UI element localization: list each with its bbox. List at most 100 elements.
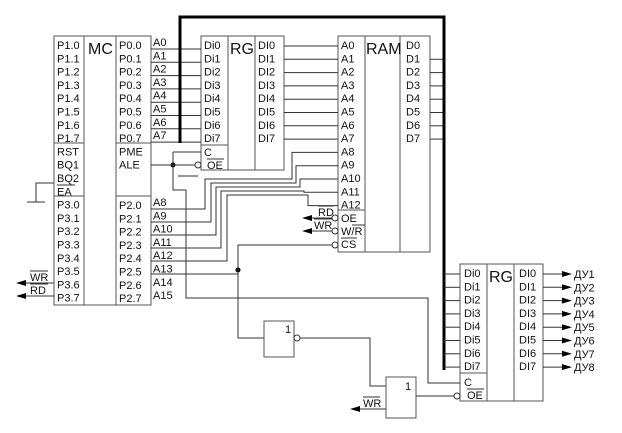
arrow-right-icon (562, 297, 572, 304)
ram-data-pin: D6 (406, 120, 420, 132)
rg2-output-signal: ДУ6 (574, 336, 595, 348)
ram-data-pin: D7 (406, 133, 420, 145)
rg2-output-pin: DI6 (519, 348, 536, 360)
mc-left-pin: P1.6 (57, 120, 80, 132)
rg2-output-pin: DI3 (519, 308, 536, 320)
rg1-output-pin: DI1 (258, 53, 275, 65)
mc-left-pin: P3.7 (57, 293, 80, 305)
mc-right-pin: ALE (119, 160, 140, 172)
ea-wire (35, 182, 54, 202)
rg2-input-pin: Di4 (464, 321, 481, 333)
ram-addr-pin: A4 (341, 93, 354, 105)
inversion-bubble (293, 334, 301, 342)
rg2-output-signal: ДУ3 (574, 296, 595, 308)
ram-title: RAM (366, 41, 402, 58)
mc-left-pin: P1.5 (57, 107, 80, 119)
rg2-output-signal: ДУ7 (574, 349, 595, 361)
arrow-right-icon (562, 324, 572, 331)
mc-left-pin: P1.4 (57, 93, 80, 105)
mc-left-pin: P3.0 (57, 200, 80, 212)
or-wr-label: WR (363, 398, 381, 410)
not-to-or-wire (300, 337, 386, 387)
rg1-input-pin: Di2 (204, 67, 221, 79)
mc-title: MC (88, 41, 113, 58)
rg2-output-pin: DI7 (519, 361, 536, 373)
rg1-output-pin: DI0 (258, 40, 275, 52)
rg2-input-pin: Di1 (464, 281, 481, 293)
rg2-output-signal: ДУ5 (574, 322, 595, 334)
inversion-bubble (194, 161, 202, 169)
mc-left-pin: P3.6 (57, 279, 80, 291)
not-gate-label: 1 (285, 324, 291, 336)
ram-cs-pin: CS (341, 239, 356, 251)
ale-to-rg2-wire (172, 165, 460, 384)
ram-data-pin: D1 (406, 53, 420, 65)
mc-left-pin: EA (57, 186, 72, 198)
rg1-input-pin: Di6 (204, 120, 221, 132)
ram-addr-pin: A2 (341, 67, 354, 79)
wiring (16, 15, 572, 419)
rg2-output-signal: ДУ4 (574, 309, 595, 321)
addr-high-wire (151, 165, 338, 223)
mc-left-pin: P1.3 (57, 80, 80, 92)
addr-low-label: A6 (153, 117, 166, 129)
inversion-bubble (331, 227, 339, 235)
mc-right-pin: P2.0 (119, 200, 142, 212)
addr-high-label: A8 (153, 197, 166, 209)
mc-left-pin: P3.3 (57, 240, 80, 252)
mc-right-pin: P0.2 (119, 67, 142, 79)
rg2-input-pin: Di7 (464, 361, 481, 373)
ram-data-pin: D2 (406, 67, 420, 79)
mc-right-pin: P0.3 (119, 80, 142, 92)
rg2-output-pin: DI2 (519, 295, 536, 307)
ram-addr-pin: A7 (341, 133, 354, 145)
mc-left-pin: P1.0 (57, 40, 80, 52)
addr-low-label: A4 (153, 90, 166, 102)
addr-low-label: A3 (153, 77, 166, 89)
mc-left-pin: RST (57, 146, 79, 158)
rg1-input-pin: Di7 (204, 133, 221, 145)
mc-left-pin: P3.4 (57, 253, 80, 265)
addr-high-wire (151, 190, 338, 249)
ram-addr-pin: A1 (341, 53, 354, 65)
rg1-output-pin: DI3 (258, 80, 275, 92)
mc-right-pin: P0.6 (119, 120, 142, 132)
mc-chip (53, 35, 152, 306)
rg2-output-signal: ДУ2 (574, 282, 595, 294)
ram-wr-pin: W/R (341, 226, 362, 238)
rg2-output-signal: ДУ8 (574, 362, 595, 374)
rg2-chip (459, 263, 544, 402)
addr-high-label: A13 (153, 264, 173, 276)
rg2-input-pin: Di3 (464, 308, 481, 320)
a13-to-not-wire (237, 270, 264, 339)
addr-high-wire (151, 178, 338, 236)
arrow-right-icon (562, 350, 572, 357)
rg2-input-pin: Di6 (464, 348, 481, 360)
ram-addr-pin: A12 (341, 200, 361, 212)
addr-high-label: A14 (153, 277, 173, 289)
arrow-right-icon (562, 284, 572, 291)
addr-high-label: A11 (153, 237, 172, 249)
rg2-output-pin: DI5 (519, 335, 536, 347)
addr-high-wire (151, 151, 338, 210)
rg1-title: RG (230, 41, 254, 58)
rg1-input-pin: Di1 (204, 53, 221, 65)
ram-data-pin: D0 (406, 40, 420, 52)
addr-high-label: A10 (153, 224, 173, 236)
rg2-output-pin: DI4 (519, 321, 536, 333)
rg1-chip (200, 35, 285, 171)
mc-left-pin: P3.5 (57, 266, 80, 278)
ram-addr-pin: A3 (341, 80, 354, 92)
arrow-left-icon (350, 406, 360, 412)
ram-addr-pin: A0 (341, 40, 354, 52)
addr-low-label: A5 (153, 104, 166, 116)
ram-rd-label: RD (318, 207, 334, 219)
ram-addr-pin: A10 (341, 173, 361, 185)
addr-low-label: A2 (153, 64, 166, 76)
rg1-output-pin: DI7 (258, 133, 275, 145)
arrow-left-icon (302, 215, 312, 221)
addr-low-label: A1 (153, 50, 166, 62)
rg1-c-pin: C (204, 147, 212, 159)
ram-addr-pin: A8 (341, 146, 354, 158)
